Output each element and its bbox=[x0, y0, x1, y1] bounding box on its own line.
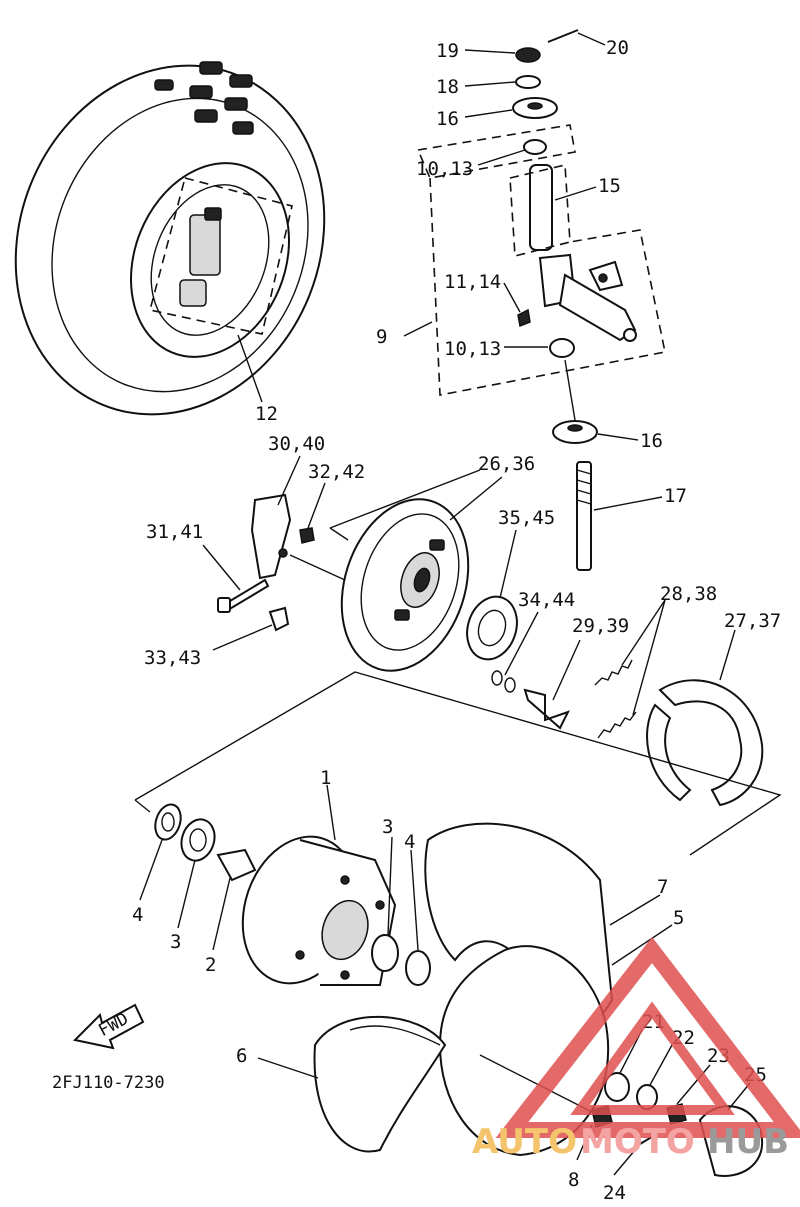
callout-4-left: 4 bbox=[132, 904, 143, 926]
callout-30-40: 30,40 bbox=[268, 433, 325, 455]
leader-lines bbox=[139, 32, 751, 1176]
callout-34-44: 34,44 bbox=[518, 589, 575, 611]
brake-plate-group bbox=[134, 469, 782, 856]
watermark-auto: AUTO bbox=[472, 1122, 577, 1162]
callout-31-41: 31,41 bbox=[146, 521, 203, 543]
callout-9: 9 bbox=[376, 326, 387, 348]
callout-3-right: 3 bbox=[382, 816, 393, 838]
watermark-text: AUTO MOTO HUB bbox=[472, 1122, 789, 1162]
callout-20: 20 bbox=[606, 37, 629, 59]
callout-5: 5 bbox=[673, 907, 684, 929]
callout-27-37: 27,37 bbox=[724, 610, 781, 632]
callout-16-lower: 16 bbox=[640, 430, 663, 452]
callout-2: 2 bbox=[205, 954, 216, 976]
callout-4-right: 4 bbox=[404, 831, 415, 853]
callout-7: 7 bbox=[657, 876, 668, 898]
callout-8: 8 bbox=[568, 1169, 579, 1191]
front-tire-assembled bbox=[14, 61, 326, 416]
callout-17: 17 bbox=[664, 485, 687, 507]
callout-16-upper: 16 bbox=[436, 108, 459, 130]
watermark-logo bbox=[495, 936, 800, 1138]
callout-12: 12 bbox=[255, 403, 278, 425]
callout-26-36: 26,36 bbox=[478, 453, 535, 475]
callout-3-left: 3 bbox=[170, 931, 181, 953]
hub-wheel-group bbox=[154, 803, 764, 1177]
fwd-arrow: FWD bbox=[72, 1003, 145, 1050]
callout-19: 19 bbox=[436, 40, 459, 62]
callout-15: 15 bbox=[598, 175, 621, 197]
callout-11-14: 11,14 bbox=[444, 271, 501, 293]
callout-35-45: 35,45 bbox=[498, 507, 555, 529]
callout-labels: 19 20 18 16 10,13 15 11,14 9 10,13 16 12… bbox=[132, 37, 781, 1204]
watermark-hub: HUB bbox=[707, 1122, 789, 1162]
callout-18: 18 bbox=[436, 76, 459, 98]
callout-29-39: 29,39 bbox=[572, 615, 629, 637]
watermark-moto: MOTO bbox=[580, 1122, 695, 1162]
knuckle-group bbox=[416, 29, 666, 571]
callout-6: 6 bbox=[236, 1045, 247, 1067]
diagram-code: 2FJ110-7230 bbox=[52, 1073, 165, 1093]
callout-24: 24 bbox=[603, 1182, 626, 1204]
callout-32-42: 32,42 bbox=[308, 461, 365, 483]
callout-10-13-lower: 10,13 bbox=[444, 338, 501, 360]
callout-28-38: 28,38 bbox=[660, 583, 717, 605]
callout-10-13-upper: 10,13 bbox=[416, 158, 473, 180]
callout-1: 1 bbox=[320, 767, 331, 789]
callout-33-43: 33,43 bbox=[144, 647, 201, 669]
